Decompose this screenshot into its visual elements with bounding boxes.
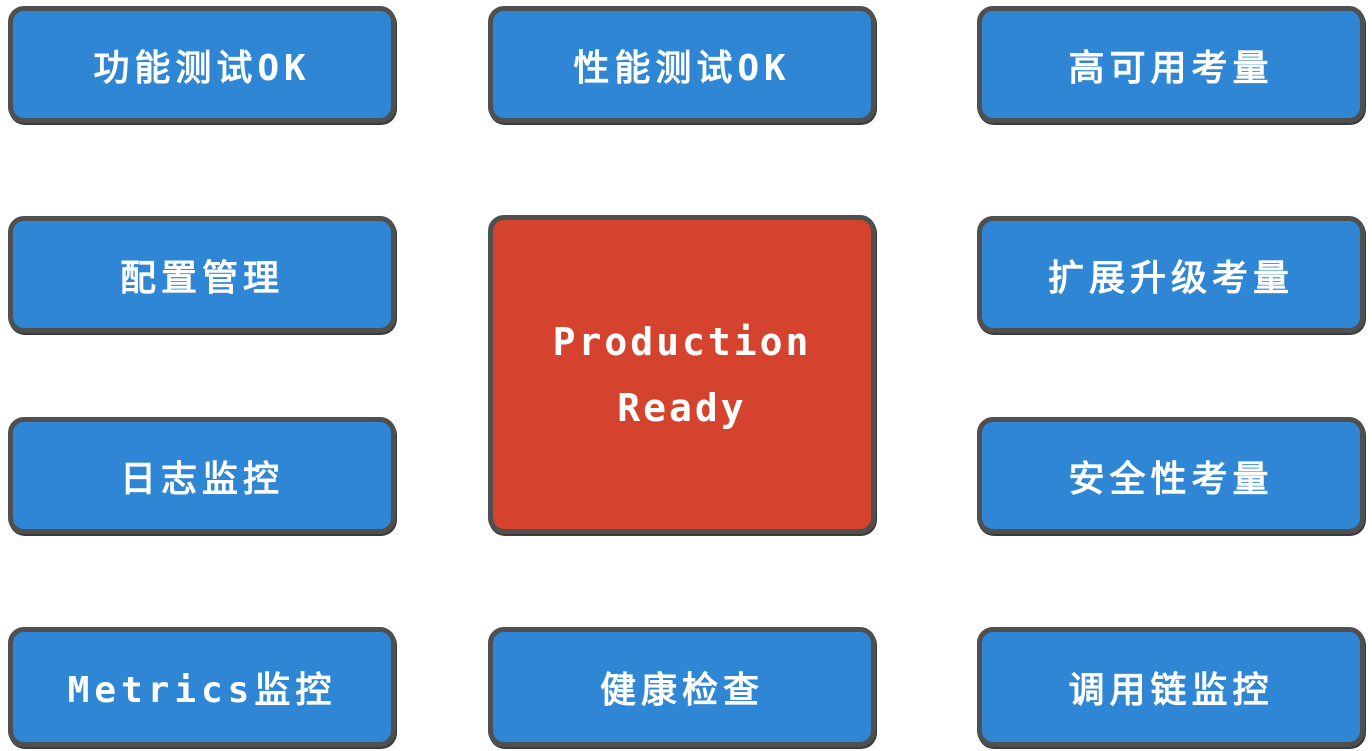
- node-label: 健康检查: [599, 670, 764, 711]
- node-label: Metrics监控: [67, 670, 337, 711]
- node-security: 安全性考量: [977, 417, 1365, 534]
- node-config-management: 配置管理: [8, 216, 396, 333]
- node-label: 调用链监控: [1068, 670, 1274, 711]
- node-metrics-monitoring: Metrics监控: [8, 627, 396, 747]
- node-production-ready: Production Ready: [488, 215, 876, 534]
- node-label: 配置管理: [119, 257, 284, 299]
- node-label: 日志监控: [119, 458, 284, 500]
- node-high-availability: 高可用考量: [977, 6, 1365, 123]
- node-label: 性能测试OK: [573, 47, 791, 89]
- node-label-line1: Production: [552, 319, 812, 364]
- node-label: 高可用考量: [1068, 47, 1274, 89]
- node-performance-test: 性能测试OK: [488, 6, 876, 123]
- node-tracing: 调用链监控: [977, 627, 1365, 747]
- node-label-line2: Ready: [617, 385, 747, 430]
- node-label: 安全性考量: [1068, 458, 1274, 500]
- node-log-monitoring: 日志监控: [8, 417, 396, 534]
- node-label: 扩展升级考量: [1047, 257, 1294, 299]
- node-scaling-upgrade: 扩展升级考量: [977, 216, 1365, 333]
- node-label: 功能测试OK: [93, 47, 311, 89]
- node-functional-test: 功能测试OK: [8, 6, 396, 123]
- node-health-check: 健康检查: [488, 627, 876, 747]
